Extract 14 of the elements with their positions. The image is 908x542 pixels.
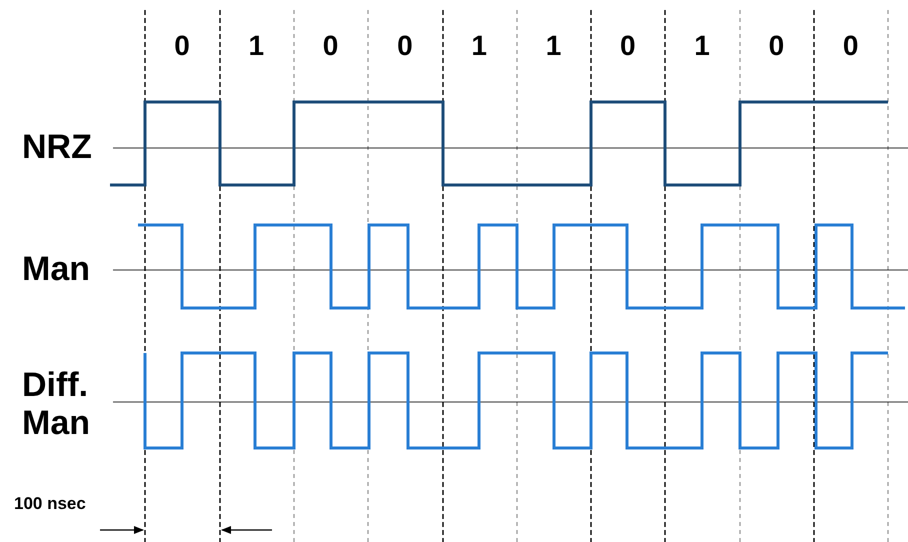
bit-value: 0 bbox=[173, 30, 191, 62]
bit-value: 1 bbox=[544, 30, 562, 62]
signal-name: Man bbox=[22, 250, 90, 290]
bit-value: 0 bbox=[322, 30, 340, 62]
bit-value: 1 bbox=[248, 30, 266, 62]
signal-name: Diff. Man bbox=[22, 366, 91, 442]
signal-name: NRZ bbox=[22, 128, 92, 168]
bit-value: 0 bbox=[396, 30, 414, 62]
bit-value: 1 bbox=[693, 30, 711, 62]
bit-value: 0 bbox=[768, 30, 786, 62]
bit-value: 1 bbox=[470, 30, 488, 62]
bit-value: 0 bbox=[842, 30, 860, 62]
bit-value: 0 bbox=[619, 30, 637, 62]
time-label: 100 nsec bbox=[14, 494, 86, 514]
